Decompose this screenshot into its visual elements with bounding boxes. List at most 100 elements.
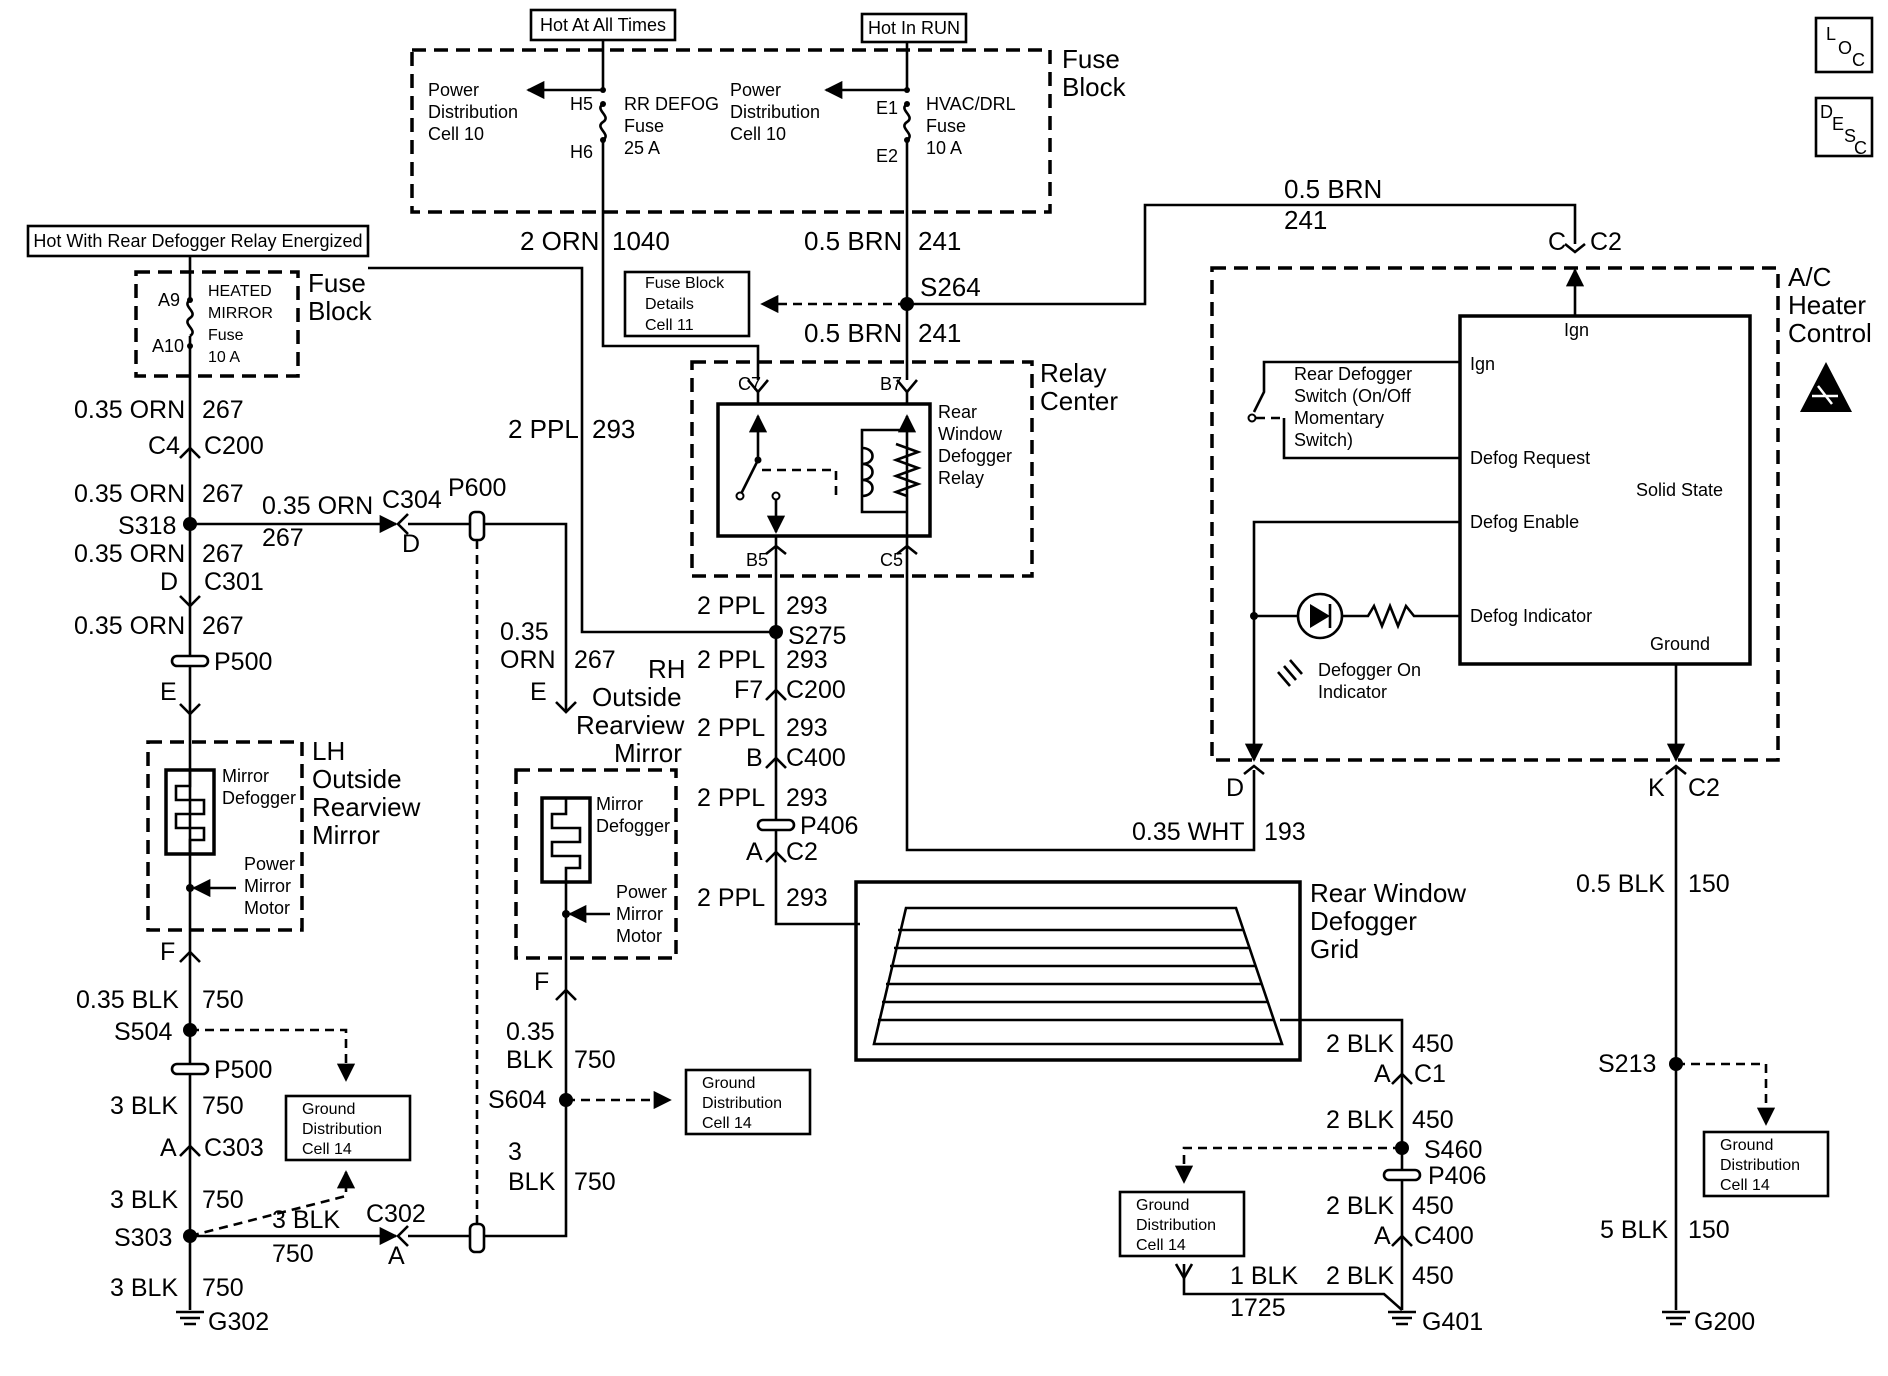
- fuse-details-3: Cell 11: [645, 317, 694, 334]
- ground-distribution-g200-box[interactable]: Ground Distribution Cell 14: [1702, 1130, 1830, 1198]
- c304-label: C304: [382, 486, 442, 514]
- ground-g200-symbol: [1662, 1310, 1690, 1326]
- rr-defog-label-3: 25 A: [624, 138, 660, 158]
- ground-distribution-g401-box[interactable]: Ground Distribution Cell 14: [1118, 1190, 1246, 1258]
- wire-750-rh-return: [408, 990, 568, 1238]
- wire-267-rh: [408, 522, 568, 710]
- lh-mirror-defogger-1: Mirror: [222, 766, 269, 786]
- hvac-pin-out: E2: [876, 146, 898, 166]
- switch-label-2: Switch (On/Off: [1294, 386, 1412, 406]
- heated-mirror-pin-out: A10: [152, 336, 184, 356]
- wire-1725-gauge: 1 BLK: [1230, 1262, 1298, 1290]
- c2-a-pin: A: [746, 838, 763, 866]
- defog-switch-wire: [1252, 360, 1460, 413]
- wire-241-a-gauge: 0.5 BRN: [804, 226, 902, 256]
- heated-mirror-fuse-symbol: [186, 298, 194, 338]
- wire-267-a-circuit: 267: [202, 396, 244, 424]
- wire-267-b-gauge: 0.35 ORN: [74, 480, 185, 508]
- relay-pin-b7: B7: [880, 374, 902, 394]
- wire-750-c-circuit: 750: [202, 1186, 244, 1214]
- hot-with-relay-box: Hot With Rear Defogger Relay Energized: [26, 224, 370, 258]
- light-rays-icon: [1277, 659, 1303, 687]
- switch-label-1: Rear Defogger: [1294, 364, 1412, 384]
- rh-mirror-label-3: Rearview: [576, 710, 685, 740]
- lh-f-pin: F: [160, 938, 175, 966]
- p500-b-connector: [170, 1062, 210, 1076]
- defog-request-wire: [1282, 418, 1460, 460]
- desc-icon[interactable]: D E S C: [1814, 96, 1874, 158]
- ground-g302-symbol: [176, 1310, 204, 1326]
- p500-a-connector: [170, 654, 210, 668]
- wire-293-e-circuit: 293: [786, 784, 828, 812]
- loc-letter-l: L: [1826, 24, 1836, 44]
- c2-a-label: C2: [786, 838, 818, 866]
- ac-control-title-3: Control: [1788, 318, 1872, 348]
- relay-center-title-2: Center: [1040, 386, 1118, 416]
- rh-e-pin: E: [530, 678, 547, 706]
- c302-label: C302: [366, 1200, 426, 1228]
- p406-b-label: P406: [1428, 1162, 1486, 1190]
- wire-267-rh-circuit: 267: [574, 646, 616, 674]
- wire-s213-to-ground-dist: [1676, 1062, 1776, 1126]
- relay-pin-c5: C5: [880, 550, 903, 570]
- lh-mirror-label-4: Mirror: [312, 820, 380, 850]
- solid-state-module: [1458, 314, 1752, 666]
- wire-267-c-circuit: 267: [202, 540, 244, 568]
- ground-distribution-s604-box[interactable]: Ground Distribution Cell 14: [684, 1068, 812, 1136]
- rh-mirror-label-1: RH: [648, 654, 686, 684]
- relay-center-title-1: Relay: [1040, 358, 1106, 388]
- switch-label-4: Switch): [1294, 430, 1353, 450]
- wire-267-a-gauge: 0.35 ORN: [74, 396, 185, 424]
- wire-750-c-gauge: 3 BLK: [110, 1186, 178, 1214]
- p406-a-connector: [756, 818, 796, 832]
- c1-a-pin: A: [1374, 1060, 1391, 1088]
- ground-dist-g200-3: Cell 14: [1720, 1177, 1770, 1194]
- hvac-label-2: Fuse: [926, 116, 966, 136]
- relay-center-outline: [690, 360, 1034, 578]
- esd-warning-icon: [1800, 362, 1852, 412]
- rear-window-defogger-grid: [854, 880, 1302, 1062]
- wire-293-a-circuit: 293: [786, 592, 828, 620]
- p500-a-label: P500: [214, 648, 272, 676]
- grid-glass-outline: [872, 906, 1284, 1046]
- lh-defogger-heater-trace: [174, 770, 206, 854]
- loc-icon[interactable]: L O C: [1814, 16, 1874, 74]
- rr-defog-pin-in: H5: [570, 94, 593, 114]
- wire-450-d-gauge: 2 BLK: [1326, 1262, 1394, 1290]
- p406-a-label: P406: [800, 812, 858, 840]
- wire-1040: [601, 140, 760, 380]
- relay-pin-b5: B5: [746, 550, 768, 570]
- wire-450-a-circuit: 450: [1412, 1030, 1454, 1058]
- wire-750-rh1-gauge-2: BLK: [506, 1046, 554, 1074]
- wire-267-rh-gauge-1: 0.35: [500, 618, 549, 646]
- wire-750-rh2-gauge-1: 3: [508, 1138, 522, 1166]
- fuse-block-details-box[interactable]: Fuse Block Details Cell 11: [623, 270, 751, 338]
- ground-distribution-g302-box[interactable]: Ground Distribution Cell 14: [284, 1094, 412, 1162]
- s460-label: S460: [1424, 1136, 1482, 1164]
- ac-control-title-2: Heater: [1788, 290, 1866, 320]
- desc-letter-e: E: [1832, 114, 1844, 134]
- rh-mirror-outline: [514, 768, 678, 960]
- ground-dist-g200-1: Ground: [1720, 1137, 1773, 1154]
- wire-293-f-circuit: 293: [786, 884, 828, 912]
- grid-label-3: Grid: [1310, 934, 1359, 964]
- wire-s303-to-ground-dist: [189, 1170, 356, 1238]
- rr-defog-label-2: Fuse: [624, 116, 664, 136]
- rh-mirror-label-2: Outside: [592, 682, 682, 712]
- heated-mirror-pin-in: A9: [158, 290, 180, 310]
- wire-2orn-label: 2 ORN: [520, 226, 599, 256]
- fuse-block-left-title-1: Fuse: [308, 268, 366, 298]
- s504-label: S504: [114, 1018, 172, 1046]
- fuse-block-top-title-2: Block: [1062, 72, 1127, 102]
- c304-d-pin: D: [402, 530, 420, 558]
- c1-label: C1: [1414, 1060, 1446, 1088]
- pin-ign: Ign: [1470, 354, 1495, 374]
- defog-enable-wire: [1244, 520, 1460, 762]
- wire-750-b-circuit: 750: [202, 1092, 244, 1120]
- wire-241-b-gauge: 0.5 BRN: [804, 318, 902, 348]
- c2-c-pin: C: [1548, 228, 1566, 256]
- wire-241-to-ac-control: [907, 203, 1577, 306]
- fuse-details-2: Details: [645, 296, 694, 313]
- lh-mirror-label-2: Outside: [312, 764, 402, 794]
